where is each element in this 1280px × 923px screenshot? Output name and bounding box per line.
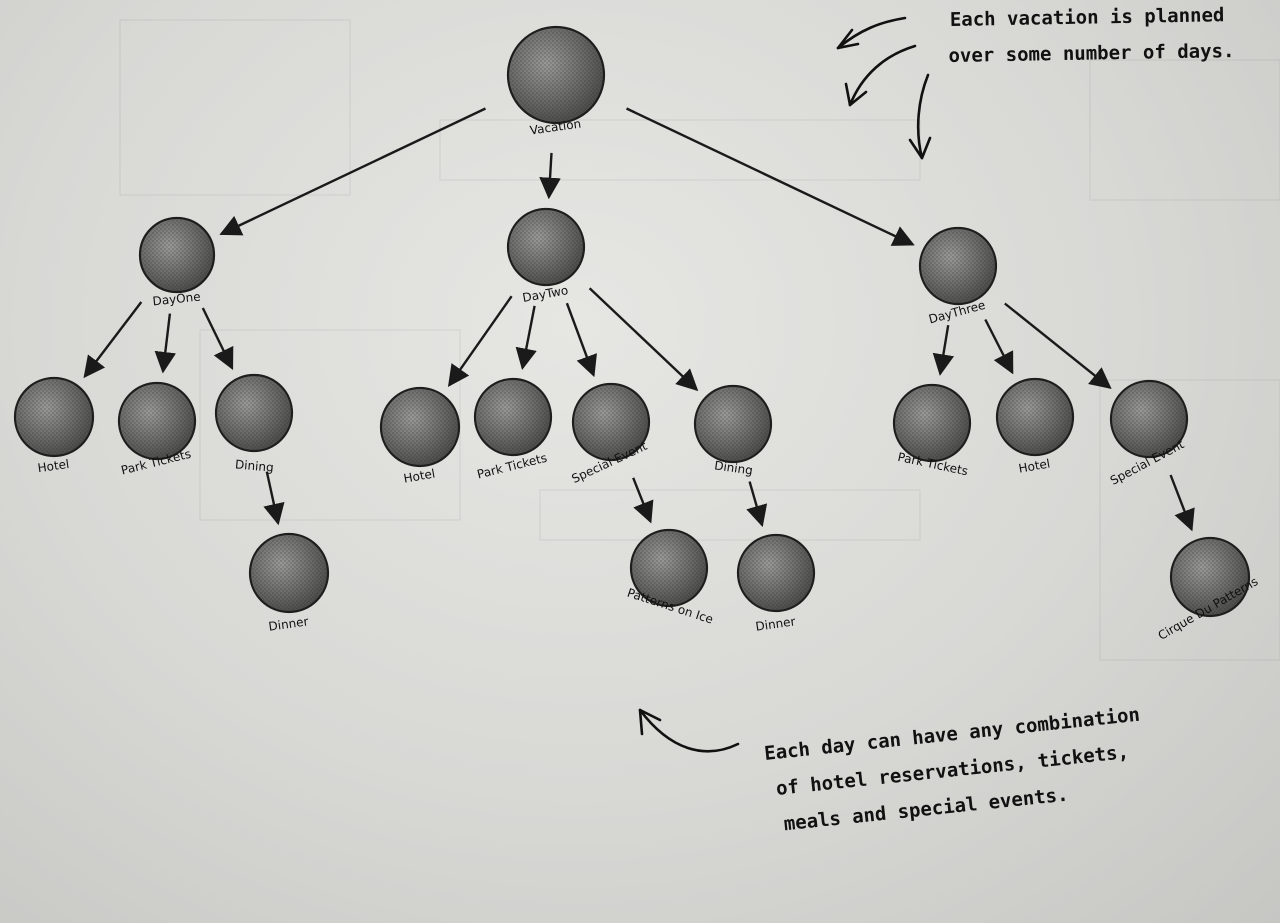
- node-d3_special: [1109, 379, 1189, 459]
- node-d2_patterns: [629, 528, 709, 608]
- node-d3: [918, 226, 998, 306]
- edge-d1-to-d1_hotel: [83, 301, 143, 379]
- node-d2_park: [473, 377, 553, 457]
- edge-vacation-to-d3: [625, 107, 915, 246]
- node-circle-texture: [697, 388, 769, 460]
- node-d1_dining: [214, 373, 294, 453]
- edge-d2-to-d2_dining: [588, 287, 699, 392]
- top-annotation-line-1: Each vacation is planned: [950, 4, 1225, 31]
- node-circle-texture: [142, 220, 212, 290]
- edge-d2-to-d2_hotel: [447, 295, 513, 387]
- edge-d2_special-to-d2_patterns: [632, 477, 654, 524]
- node-label-d3_hotel: Hotel: [1017, 456, 1051, 475]
- pointer-arrow-1: [836, 16, 907, 50]
- node-d1_dinner: [248, 532, 330, 614]
- top-annotation-line-2: over some number of days.: [948, 40, 1234, 67]
- node-circle-texture: [1173, 540, 1247, 614]
- node-label-d2: DayTwo: [521, 283, 569, 305]
- edge-d2-to-d2_park: [515, 305, 537, 371]
- node-circle-texture: [383, 390, 457, 464]
- node-d1_hotel: [13, 376, 95, 458]
- node-circle-texture: [252, 536, 326, 610]
- node-circle-texture: [121, 385, 193, 457]
- edge-d3-to-d3_park: [932, 325, 955, 376]
- node-d2_dinner: [736, 533, 816, 613]
- node-circle-texture: [740, 537, 812, 609]
- pointer-arrow-2: [848, 44, 917, 107]
- node-circle-texture: [1113, 383, 1185, 455]
- node-d2_hotel: [379, 386, 461, 468]
- edge-d1-to-d1_park: [154, 313, 177, 374]
- node-label-d1_dinner: Dinner: [268, 614, 310, 633]
- node-circle-texture: [999, 381, 1071, 453]
- node-circle-texture: [633, 532, 705, 604]
- edge-d1_dining-to-d1_dinner: [263, 471, 285, 526]
- edge-d1-to-d1_dining: [201, 307, 234, 371]
- node-label-d2_hotel: Hotel: [402, 466, 436, 485]
- node-circle-texture: [17, 380, 91, 454]
- node-d3_park: [892, 383, 972, 463]
- edges-layer: [83, 107, 1195, 532]
- node-d1: [138, 216, 216, 294]
- node-circle-texture: [510, 29, 602, 121]
- node-circle-texture: [922, 230, 994, 302]
- node-vacation: [506, 25, 606, 125]
- node-d3_hotel: [995, 377, 1075, 457]
- node-d1_park: [117, 381, 197, 461]
- node-label-d1_hotel: Hotel: [37, 457, 70, 475]
- edge-d3-to-d3_special: [1004, 302, 1112, 390]
- node-circle-texture: [477, 381, 549, 453]
- edge-d2-to-d2_special: [565, 302, 597, 378]
- node-circle-texture: [510, 211, 582, 283]
- node-label-d1_dining: Dining: [234, 457, 274, 474]
- node-label-d2_dinner: Dinner: [755, 614, 797, 633]
- edge-d2_dining-to-d2_dinner: [746, 481, 768, 528]
- pointer-arrow-3-head: [908, 136, 932, 160]
- node-label-d2_dining: Dining: [713, 458, 753, 477]
- node-d2_dining: [693, 384, 773, 464]
- pointer-arrow-3: [916, 73, 930, 160]
- node-d2: [506, 207, 586, 287]
- node-d3_cirque: [1169, 536, 1251, 618]
- annotation-pointer-arrows: [638, 16, 932, 753]
- node-d2_special: [571, 382, 651, 462]
- pointer-arrow-1-head: [836, 28, 860, 50]
- edge-vacation-to-d1: [219, 107, 487, 236]
- top-annotation: Each vacation is planned over some numbe…: [948, 4, 1237, 67]
- edge-d3-to-d3_hotel: [984, 318, 1014, 375]
- node-label-d1: DayOne: [152, 290, 201, 309]
- pointer-arrow-2-head: [844, 82, 868, 107]
- nodes-layer: [13, 25, 1251, 618]
- edge-d3_special-to-d3_cirque: [1169, 474, 1195, 532]
- bottom-annotation: Each day can have any combination of hot…: [763, 702, 1160, 836]
- node-circle-texture: [218, 377, 290, 449]
- pointer-arrow-4-head: [638, 708, 662, 736]
- node-circle-texture: [896, 387, 968, 459]
- edge-vacation-to-d2: [539, 152, 561, 200]
- pointer-arrow-4: [638, 708, 740, 753]
- node-circle-texture: [575, 386, 647, 458]
